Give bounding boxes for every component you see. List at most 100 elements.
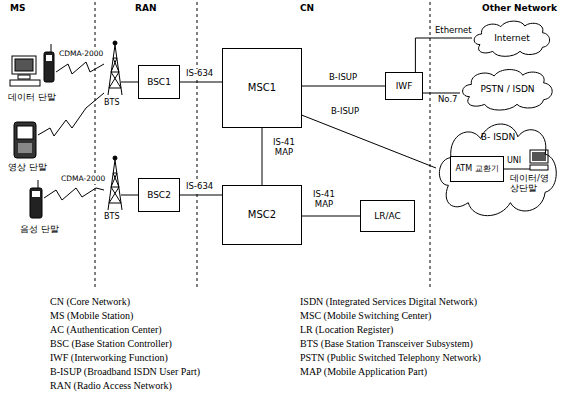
- antenna: [51, 44, 52, 52]
- keyboard: [10, 80, 40, 86]
- interface-label: B-ISUP: [328, 73, 358, 83]
- glossary-entry: RAN (Radio Access Network): [50, 380, 172, 392]
- interface-label: Ethernet: [434, 26, 473, 36]
- handset: [30, 188, 42, 218]
- data-terminal-icon: [10, 44, 54, 86]
- register-box: LR/AC: [360, 200, 415, 232]
- connector-line: [415, 38, 472, 72]
- tower-bar: [109, 88, 121, 89]
- switching-center-box: MSC2: [222, 185, 302, 245]
- screen: [15, 59, 33, 71]
- tower-bar: [111, 187, 119, 188]
- cloud-path: [463, 70, 553, 111]
- interface-label: UNI: [506, 156, 522, 165]
- node-text: PSTN / ISDN: [480, 84, 534, 94]
- interface-label: No.7: [437, 95, 459, 105]
- glossary-entry: CN (Core Network): [50, 296, 130, 308]
- tower-tip: [113, 41, 117, 45]
- video-terminal-icon: [14, 122, 36, 158]
- tower-brace: [111, 173, 117, 187]
- tower-brace: [111, 58, 117, 72]
- glossary-entry: PSTN (Public Switched Telephony Network): [300, 352, 481, 364]
- connector-line: [262, 128, 263, 185]
- tower-brace: [111, 72, 121, 88]
- glossary-entry: IWF (Interworking Function): [50, 352, 168, 364]
- node-text: BSC1: [147, 77, 171, 87]
- bts-label: BTS: [104, 212, 119, 221]
- bts-tower: [108, 156, 122, 210]
- interface-label: IS-634: [185, 69, 214, 79]
- controller-box: BSC1: [138, 65, 180, 99]
- controller-box: BSC2: [138, 178, 180, 212]
- connector-line: [302, 115, 436, 168]
- stand: [18, 75, 30, 79]
- screen: [532, 152, 546, 161]
- handset-screen: [46, 55, 52, 61]
- node-text: IWF: [396, 81, 413, 91]
- interface-label: IS-41 MAP: [268, 138, 300, 158]
- glossary-entry: ISDN (Integrated Services Digital Networ…: [300, 296, 477, 308]
- glossary-entry: AC (Authentication Center): [50, 324, 162, 336]
- separator-line: [197, 2, 198, 288]
- column-separators: [95, 2, 430, 288]
- node-text: Internet: [494, 33, 530, 43]
- glossary-entry: LR (Location Register): [300, 324, 393, 336]
- connector-line: [180, 195, 222, 196]
- uni-line: [502, 169, 530, 170]
- node-text: MSC1: [248, 82, 276, 94]
- network-cloud: PSTN / ISDN: [460, 66, 555, 112]
- connector-line: [423, 93, 460, 94]
- interface-label: B-ISUP: [330, 107, 360, 117]
- column-header: CN: [300, 3, 314, 13]
- separator-line: [430, 2, 431, 288]
- keyboard: [530, 165, 548, 170]
- bts-tower: [108, 41, 122, 95]
- node-text: ATM 교환기: [455, 164, 498, 173]
- interface-label: IS-41 MAP: [308, 190, 340, 210]
- node-text: B- ISDN: [481, 132, 515, 142]
- connector-line: [180, 82, 222, 83]
- glossary-entry: BSC (Base Station Controller): [50, 338, 172, 350]
- handset: [44, 52, 54, 82]
- node-text: MSC2: [248, 209, 276, 221]
- radio-zigzag: [56, 62, 104, 74]
- atm-switch-box: ATM 교환기: [450, 156, 504, 182]
- glossary-entry: BTS (Base Station Transceiver Subsystem): [300, 338, 473, 350]
- handset-screen: [32, 191, 40, 197]
- tower-brace: [109, 72, 119, 88]
- bts-bsc-line: [121, 195, 138, 196]
- bts-bsc-line: [121, 82, 138, 83]
- air-interface-label: CDMA-2000: [60, 175, 106, 184]
- glossary-entry: B-ISUP (Broadband ISDN User Part): [50, 366, 200, 378]
- tower-bar: [109, 203, 121, 204]
- separator-line: [95, 2, 96, 288]
- terminal-label: 음성 단말: [20, 224, 59, 234]
- network-cloud: Internet: [472, 18, 552, 58]
- column-header: RAN: [135, 3, 156, 13]
- voice-terminal-icon: [30, 180, 42, 218]
- tower-bar: [111, 72, 119, 73]
- tower-tip: [113, 156, 117, 160]
- cloud-path: [474, 21, 549, 56]
- glossary-entry: MS (Mobile Station): [50, 310, 133, 322]
- video-phone: [14, 122, 36, 158]
- terminal-label: 데이터/영상단말: [510, 174, 550, 194]
- tower-brace: [109, 187, 119, 203]
- node-text: BSC2: [147, 190, 171, 200]
- glossary-entry: MAP (Mobile Application Part): [300, 366, 427, 378]
- tower-brace: [111, 187, 121, 203]
- glossary-entry: MSC (Mobile Switching Center): [300, 310, 431, 322]
- connector-line: [302, 216, 360, 217]
- video-screen: [17, 126, 33, 139]
- terminal-label: 데이터 단말: [8, 92, 56, 102]
- interface-label: IS-634: [185, 182, 214, 192]
- bts-label: BTS: [104, 98, 119, 107]
- column-header: Other Network: [482, 3, 557, 13]
- terminal-label: 영상 단말: [8, 162, 47, 172]
- air-interface-label: CDMA-2000: [58, 50, 104, 59]
- radio-zigzag: [44, 188, 104, 200]
- cloud-path: [439, 124, 556, 216]
- keypad: [18, 143, 32, 153]
- column-header: MS: [10, 3, 25, 13]
- node-text: LR/AC: [374, 211, 401, 221]
